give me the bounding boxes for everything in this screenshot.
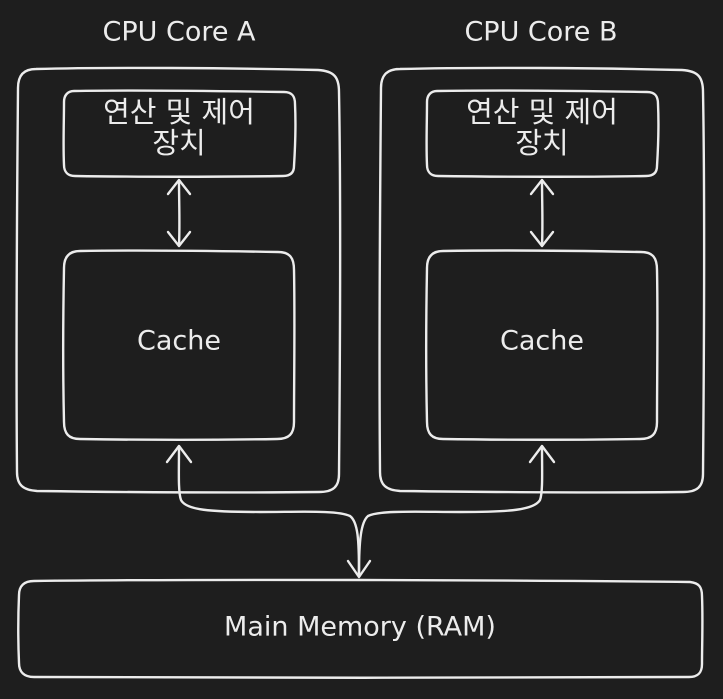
bus-left-arrowhead [165, 444, 193, 464]
core-a-control-unit-label-line1: 연산 및 제어 [103, 95, 255, 129]
core-a-frame [15, 66, 342, 494]
core-a-control-unit: 연산 및 제어 장치 [62, 89, 297, 178]
core-b-title: CPU Core B [464, 17, 617, 48]
core-a-cache: Cache [62, 249, 296, 441]
cpu-core-a: CPU Core A 연산 및 제어 장치 Cache [15, 17, 342, 494]
cache-memory-bus-arrow [165, 444, 556, 579]
core-a-cache-box [62, 249, 296, 441]
bus-right-arrowhead [528, 444, 556, 464]
core-b-control-unit-label-line2: 장치 [515, 126, 568, 160]
main-memory: Main Memory (RAM) [17, 578, 704, 679]
bus-left-branch [177, 446, 361, 576]
core-a-unit-cache-arrow [166, 178, 192, 248]
core-a-title: CPU Core A [102, 17, 256, 48]
bus-right-branch [357, 446, 544, 576]
main-memory-box [17, 578, 704, 679]
core-b-cache-box [425, 249, 659, 441]
core-a-control-unit-label-line2: 장치 [152, 126, 205, 160]
cpu-core-b: CPU Core B 연산 및 제어 장치 Cache [378, 17, 706, 494]
core-b-control-unit: 연산 및 제어 장치 [425, 89, 660, 178]
core-b-control-unit-box [425, 89, 660, 178]
core-a-control-unit-box [62, 89, 297, 178]
main-memory-label: Main Memory (RAM) [224, 612, 496, 643]
core-b-cache: Cache [425, 249, 659, 441]
core-b-cache-label: Cache [500, 326, 584, 357]
core-a-cache-label: Cache [137, 326, 221, 357]
bus-memory-arrowhead [346, 559, 372, 579]
core-b-unit-cache-arrow [529, 178, 555, 248]
core-b-control-unit-label-line1: 연산 및 제어 [466, 95, 618, 129]
core-b-frame [378, 66, 706, 494]
